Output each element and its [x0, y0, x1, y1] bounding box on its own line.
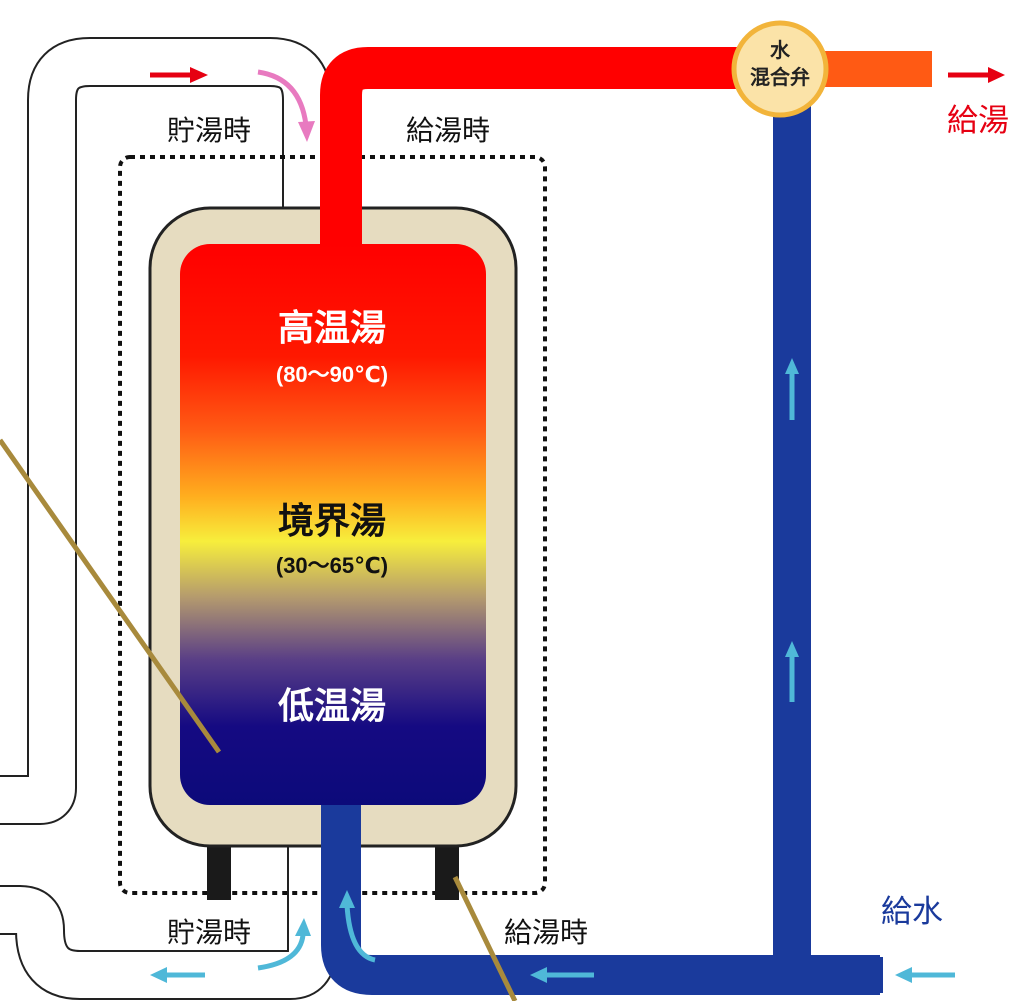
- zone-high-temp: (80〜90℃): [276, 362, 388, 387]
- cold-water-inlet: [805, 957, 883, 993]
- flow-arrow-storage-down: [257, 69, 315, 142]
- hot-water-pipe: [320, 47, 740, 250]
- flow-arrow-cold-up-lower: [785, 641, 799, 702]
- flow-arrow-hot-out: [948, 67, 1005, 83]
- label-supply-bottom: 給湯時: [504, 917, 588, 948]
- flow-arrow-cold-in: [895, 967, 955, 983]
- tank-leg-left: [207, 840, 231, 900]
- mixing-valve: [731, 20, 829, 118]
- leader-line-tank: [0, 438, 222, 754]
- valve-label-mixing: 混合弁: [750, 65, 810, 89]
- cold-water-riser: [773, 95, 811, 975]
- zone-boundary-name: 境界湯: [278, 500, 386, 541]
- tank-body: [180, 244, 486, 805]
- flow-arrow-cold-up-upper: [785, 358, 799, 420]
- label-water-in: 給水: [881, 894, 943, 929]
- label-storage-top: 貯湯時: [167, 115, 251, 146]
- storage-circuit-pipe: [0, 37, 337, 1000]
- zone-low-name: 低温湯: [278, 685, 386, 726]
- tank-leg-right: [435, 840, 459, 900]
- mixed-water-pipe: [820, 51, 932, 87]
- zone-high-name: 高温湯: [278, 307, 386, 348]
- flow-arrow-cold-bottom: [530, 967, 594, 983]
- valve-label-water: 水: [770, 39, 791, 62]
- label-storage-bottom: 貯湯時: [167, 917, 251, 948]
- flow-arrow-storage-top-right: [150, 67, 208, 83]
- flow-arrow-cold-into-tank: [339, 890, 376, 963]
- flow-arrow-storage-return-up: [257, 918, 311, 971]
- label-supply-top: 給湯時: [406, 115, 490, 146]
- label-hot-water-out: 給湯: [947, 103, 1009, 138]
- cold-water-pipe: [321, 780, 880, 995]
- zone-boundary-temp: (30〜65℃): [276, 553, 388, 578]
- leader-line-leg: [452, 875, 518, 1001]
- flow-arrow-storage-return-left: [150, 967, 205, 983]
